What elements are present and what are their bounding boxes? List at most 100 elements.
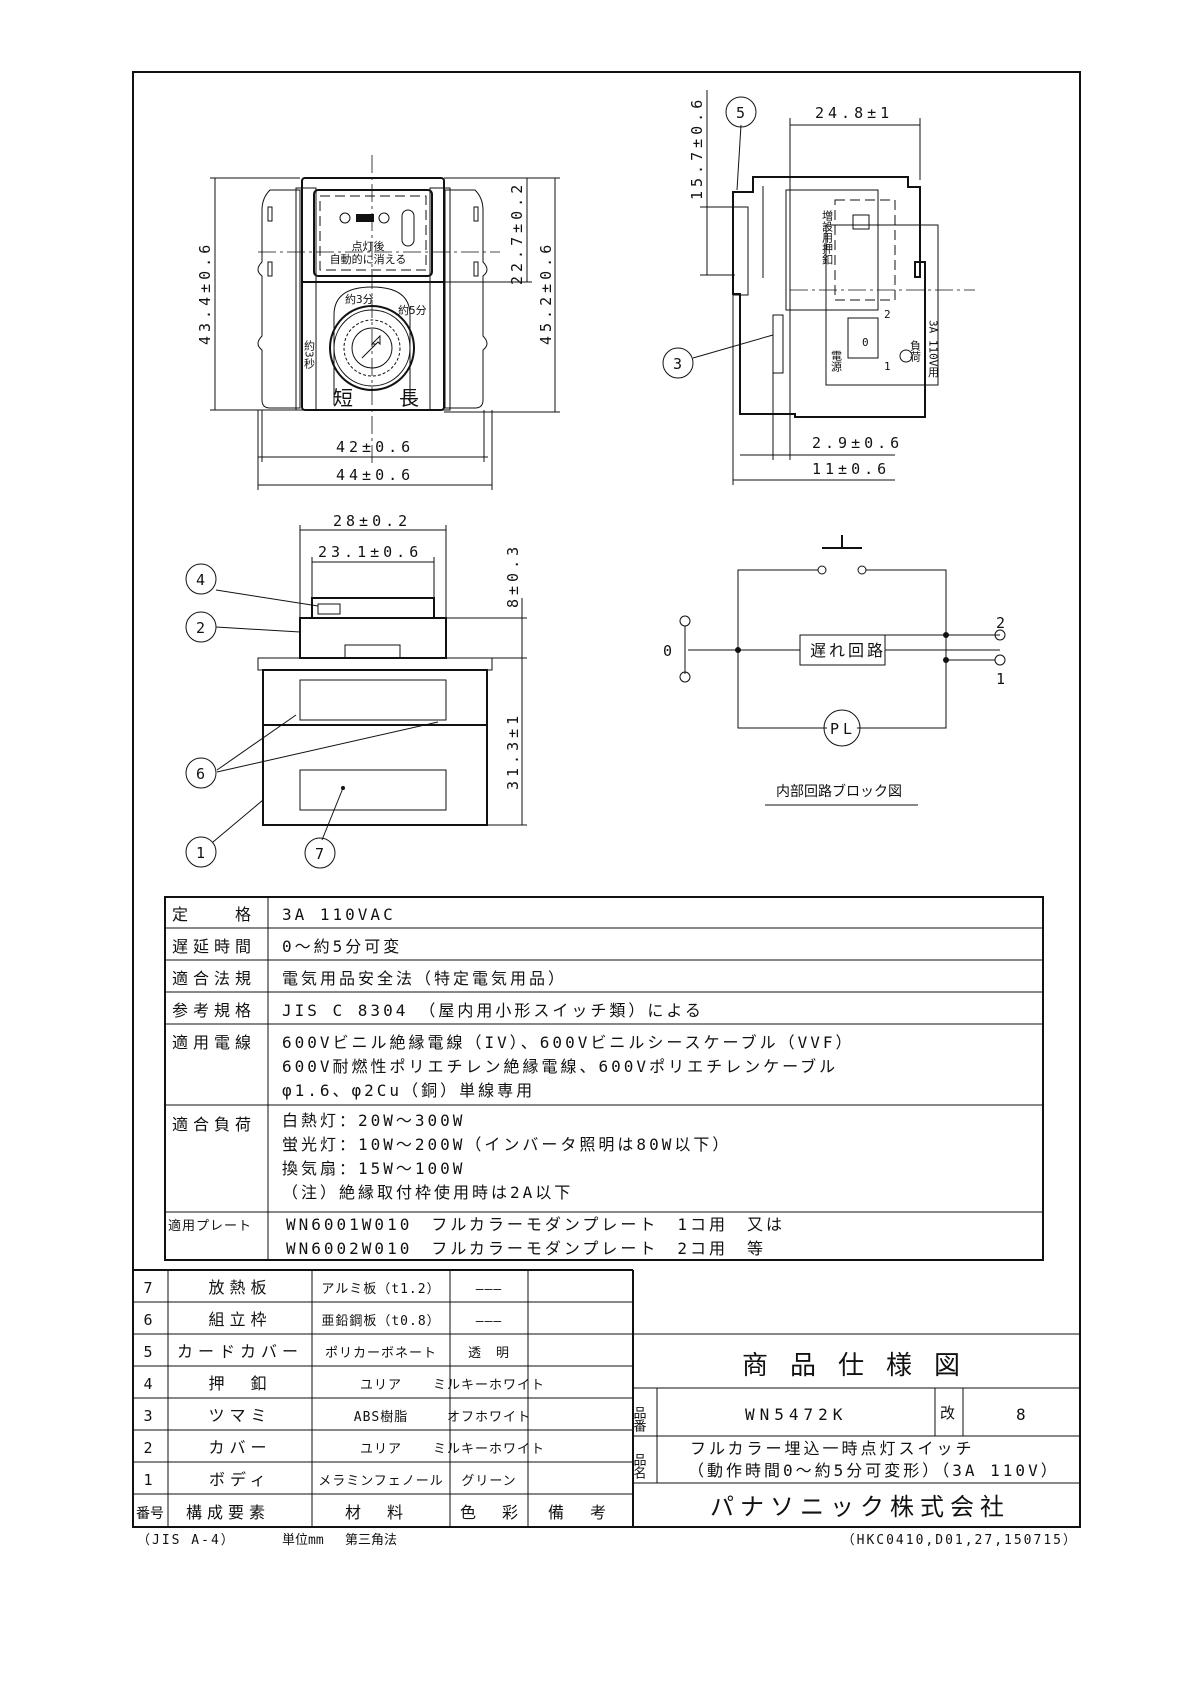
parts-color-2: ミルキーホワイト — [433, 1442, 545, 1457]
drawing-title: 商品仕様図 — [742, 1351, 982, 1381]
parts-part-4: 押 釦 — [208, 1374, 271, 1393]
circuit-caption: 内部回路ブロック図 — [776, 783, 902, 800]
parts-color-3: オフホワイト — [447, 1410, 531, 1425]
parts-header-part: 構成要素 — [186, 1503, 270, 1522]
parts-material-5: ポリカーボネート — [325, 1346, 437, 1361]
circuit-terminal-1: 1 — [996, 670, 1009, 688]
delay-circuit-label: 遅れ回路 — [810, 641, 886, 660]
spec-value-load-4: （注）絶縁取付枠使用時は2A以下 — [282, 1183, 573, 1202]
parts-no-5: 5 — [143, 1343, 156, 1361]
pilot-lamp — [823, 709, 861, 747]
paper-size: （JIS A-4） — [137, 1533, 236, 1548]
sheet-border — [132, 71, 1081, 1528]
parts-part-7: 放熱板 — [208, 1278, 271, 1297]
lamp-on-icon — [339, 212, 351, 224]
spec-label-law: 適合法規 — [172, 969, 256, 988]
spec-label-wire: 適用電線 — [172, 1033, 256, 1052]
spec-table: 定 格 3A 110VAC 遅延時間 0～約5分可変 適合法規 電気用品安全法（… — [164, 896, 1044, 1261]
spec-value-wire-2: 600V耐燃性ポリエチレン絶縁電線、600Vポリエチレンケーブル — [282, 1057, 838, 1076]
source-label: 電源 — [830, 350, 843, 373]
callout-2: 2 — [196, 619, 209, 637]
side-terminal-0: 0 — [862, 336, 869, 349]
spec-value-load-1: 白熱灯：20W～300W — [282, 1111, 465, 1130]
dim-44: 44±0.6 — [336, 466, 414, 484]
dial-5min: 約5分 — [398, 303, 427, 317]
knob-edge — [772, 314, 784, 374]
parts-header-note: 備 考 — [548, 1503, 611, 1522]
parts-color-4: ミルキーホワイト — [433, 1378, 545, 1393]
spec-value-wire-1: 600Vビニル絶縁電線（IV）、600Vビニルシースケーブル（VVF） — [282, 1033, 854, 1052]
parts-color-1: グリーン — [461, 1474, 516, 1489]
spec-label-plate: 適用プレート — [168, 1218, 252, 1234]
dim-23-1: 23.1±0.6 — [318, 543, 422, 561]
delay-circuit-block — [799, 634, 886, 666]
callout-3: 3 — [673, 355, 686, 373]
parts-material-2: ユリア — [360, 1442, 402, 1457]
dim-45-2: 45.2±0.6 — [537, 241, 555, 345]
callout-6: 6 — [196, 765, 209, 783]
side-terminal-1: 1 — [884, 360, 891, 373]
card-window — [401, 209, 415, 247]
knob-ridges — [344, 644, 401, 659]
parts-no-3: 3 — [143, 1407, 156, 1425]
main-terminal — [847, 317, 879, 359]
timer-dial — [329, 305, 415, 391]
spec-value-plate-2: WN6002W010 フルカラーモダンプレート 2コ用 等 — [286, 1239, 766, 1258]
callout-1: 1 — [196, 844, 209, 862]
spec-value-rating: 3A 110VAC — [282, 905, 396, 924]
bottom-view: 28±0.2 23.1±0.6 8±0.3 31.3±1 — [257, 512, 527, 826]
ext-terminal — [852, 214, 870, 230]
dim-43-4: 43.4±0.6 — [196, 241, 214, 345]
parts-no-7: 7 — [143, 1279, 156, 1297]
doc-code: （HKC0410,D01,27,150715） — [842, 1533, 1078, 1548]
dim-24-8: 24.8±1 — [815, 104, 893, 122]
parts-part-3: ツマミ — [208, 1406, 271, 1425]
spec-label-standard: 参考規格 — [172, 1001, 256, 1020]
parts-no-6: 6 — [143, 1311, 156, 1329]
spec-value-standard: JIS C 8304 （屋内用小形スイッチ類）による — [282, 1001, 704, 1020]
part-no-label: 品番 — [631, 1406, 647, 1433]
parts-part-2: カバー — [208, 1438, 271, 1457]
callouts: 1 2 3 4 5 6 7 — [185, 96, 774, 869]
parts-color-5: 透 明 — [468, 1346, 510, 1361]
parts-part-5: カードカバー — [177, 1342, 303, 1361]
parts-material-4: ユリア — [360, 1378, 402, 1393]
parts-header-material: 材 料 — [345, 1503, 408, 1522]
spec-label-delay: 遅延時間 — [172, 937, 256, 956]
product-name-1: フルカラー埋込一時点灯スイッチ — [690, 1439, 975, 1458]
company-name: パナソニック株式会社 — [710, 1493, 1010, 1521]
label-short: 短 — [333, 386, 353, 410]
front-view: 点灯後 自動的に消える 約3分 約5分 約3秒 短 長 43.4±0.6 22.… — [196, 155, 560, 490]
ext-button-label: 増設用押釦 — [821, 210, 834, 265]
spec-value-plate-1: WN6001W010 フルカラーモダンプレート 1コ用 又は — [286, 1215, 785, 1234]
parts-color-7: ——— — [476, 1282, 502, 1297]
dim-8: 8±0.3 — [504, 543, 522, 608]
revision: 8 — [1016, 1405, 1031, 1424]
label-long: 長 — [399, 386, 419, 410]
spec-label-rating: 定 格 — [172, 905, 256, 924]
callout-5: 5 — [736, 104, 749, 122]
parts-material-1: メラミンフェノール — [318, 1474, 444, 1489]
dim-31-3: 31.3±1 — [504, 712, 522, 790]
spec-value-load-2: 蛍光灯：10W～200W（インバータ照明は80W以下） — [282, 1135, 731, 1154]
side-view: 増設用押釦 電源 負荷 3A 110V用 0 1 2 15.7±0.6 24.8… — [688, 90, 975, 485]
dim-11: 11±0.6 — [812, 460, 890, 478]
parts-color-6: ——— — [476, 1314, 502, 1329]
callout-7: 7 — [315, 845, 328, 863]
parts-no-1: 1 — [143, 1471, 156, 1489]
dim-2-9: 2.9±0.6 — [812, 434, 903, 452]
side-terminal-2: 2 — [884, 308, 891, 321]
load-label: 負荷 — [909, 340, 922, 363]
dim-22-7: 22.7±0.2 — [508, 181, 526, 285]
parts-part-6: 組立枠 — [208, 1310, 271, 1329]
dial-arrow-icon — [361, 334, 381, 359]
parts-header-color: 色 彩 — [460, 1503, 523, 1522]
card-text-2: 自動的に消える — [330, 252, 407, 266]
rev-label: 改 — [940, 1404, 955, 1422]
spec-value-load-3: 換気扇：15W～100W — [282, 1159, 465, 1178]
circuit-diagram: 遅れ回路 PL 0 1 2 内部回路ブロック図 — [663, 535, 1009, 806]
projection: 第三角法 — [345, 1533, 397, 1548]
product-name-label: 品名 — [631, 1453, 647, 1479]
parts-material-6: 亜鉛鋼板（t0.8） — [321, 1314, 440, 1329]
